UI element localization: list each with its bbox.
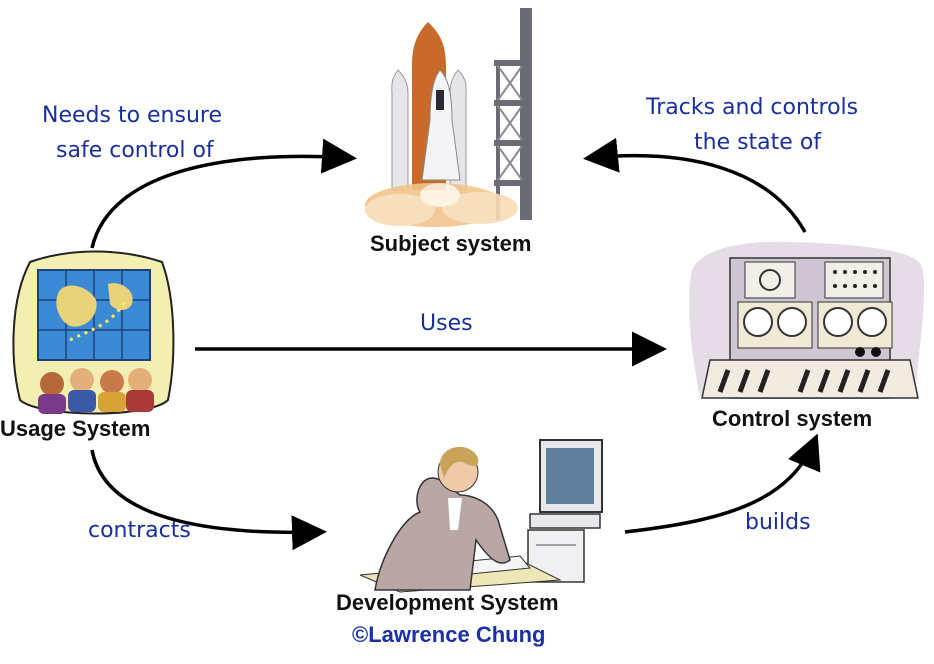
arrow-usage-to-subject	[90, 138, 357, 249]
edge-label-tracks-line1: Tracks and controls	[646, 95, 859, 120]
edge-label-tracks-line2: the state of	[694, 130, 822, 155]
control-system-label: Control system	[712, 406, 873, 431]
edge-label-needs-line1: Needs to ensure	[42, 103, 223, 128]
edge-label-builds: builds	[745, 510, 811, 535]
arrow-development-to-control	[624, 433, 821, 534]
credit-label: ©Lawrence Chung	[352, 622, 546, 647]
usage-system-label: Usage System	[0, 416, 151, 441]
edge-label-needs-line2: safe control of	[56, 138, 214, 163]
edge-label-uses: Uses	[420, 311, 473, 336]
arrow-control-to-subject	[583, 137, 807, 233]
subject-system-label: Subject system	[370, 231, 532, 256]
arrow-usage-to-development	[90, 449, 327, 551]
edge-label-contracts: contracts	[88, 518, 191, 543]
development-system-label: Development System	[336, 590, 559, 615]
